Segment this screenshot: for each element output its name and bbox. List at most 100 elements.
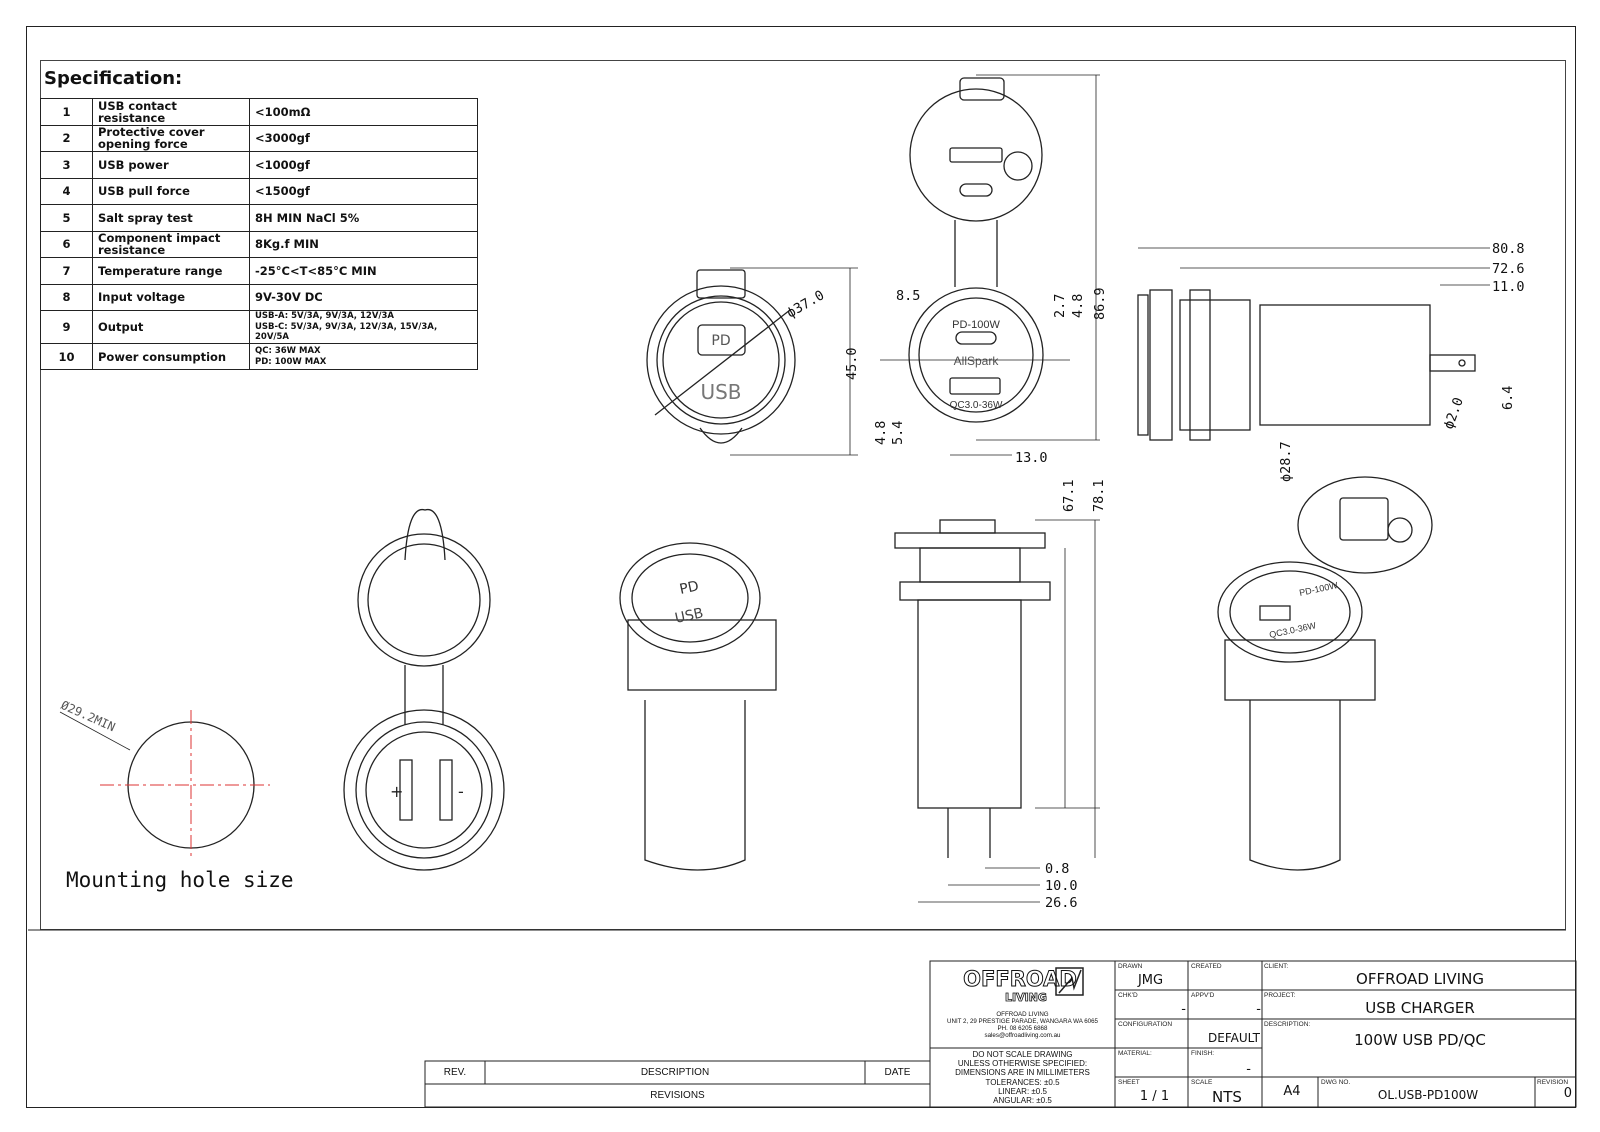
sheet-value: 1 / 1 — [1139, 1089, 1170, 1104]
row-number: 9 — [40, 310, 93, 344]
note-line: DIMENSIONS ARE IN MILLIMETERS — [955, 1068, 1090, 1078]
dim-6-4: 6.4 — [1500, 386, 1516, 410]
row-value: <1500gf — [249, 177, 478, 205]
row-number: 6 — [40, 230, 93, 258]
dim-72-6: 72.6 — [1492, 261, 1525, 277]
note-line: UNLESS OTHERWISE SPECIFIED: — [957, 1059, 1088, 1069]
dwgno-value: OL.USB-PD100W — [1377, 1088, 1479, 1102]
revision-value: 0 — [1563, 1086, 1572, 1101]
usb-mark: USB — [700, 380, 741, 404]
dim-13-0: 13.0 — [1015, 450, 1048, 466]
front-view-closed: PD USB ϕ37.0 45.0 — [646, 267, 860, 456]
description-header: DESCRIPTION — [640, 1067, 710, 1078]
dim-11-0: 11.0 — [1492, 279, 1525, 295]
appvd-value: - — [1256, 1002, 1261, 1017]
description-value: 100W USB PD/QC — [1354, 1031, 1486, 1049]
row-number: 2 — [40, 124, 93, 152]
row-param: Output — [92, 310, 250, 344]
dim-2-7: 2.7 — [1052, 294, 1068, 318]
dim-0-8: 0.8 — [1045, 861, 1069, 877]
output-usb-a: USB-A: 5V/3A, 9V/3A, 12V/3A — [255, 311, 395, 321]
brand-mark: AllSpark — [954, 354, 1000, 368]
row-value: 8Kg.f MIN — [249, 230, 478, 258]
dim-height-45: 45.0 — [844, 347, 860, 380]
client-label: CLIENT: — [1264, 963, 1289, 970]
company-name: OFFROAD LIVING — [996, 1011, 1049, 1018]
pd-mark: PD — [711, 333, 730, 349]
side-view: 80.8 72.6 11.0 6.4 ϕ2.0 ϕ28.7 — [1137, 241, 1525, 482]
logo-offroad: OFFROAD — [963, 967, 1077, 991]
dim-diameter-28-7: ϕ28.7 — [1278, 441, 1294, 482]
row-number: 7 — [40, 257, 93, 285]
row-value: -25°C<T<85°C MIN — [249, 257, 478, 285]
plus-terminal: + — [390, 782, 403, 801]
spec-title: Specification: — [44, 68, 183, 89]
description-label: DESCRIPTION: — [1264, 1021, 1311, 1028]
revisions-block: REV. DESCRIPTION DATE REVISIONS — [425, 1061, 930, 1107]
chkd-value: - — [1181, 1002, 1186, 1017]
email-line: sales@offroadliving.com.au — [984, 1032, 1061, 1040]
dim-86-9: 86.9 — [1092, 287, 1108, 320]
dim-diameter-2: ϕ2.0 — [1441, 395, 1467, 431]
dim-67-1: 67.1 — [1061, 479, 1077, 512]
qc-mark: QC3.0-36W — [950, 400, 1003, 411]
finish-value: - — [1246, 1062, 1251, 1077]
revisions-title: REVISIONS — [650, 1090, 705, 1101]
client-value: OFFROAD LIVING — [1356, 970, 1484, 988]
dim-10-0: 10.0 — [1045, 878, 1078, 894]
row-param: USB pull force — [92, 177, 250, 205]
company-address: OFFROAD LIVING UNIT 2, 29 PRESTIGE PARAD… — [930, 1011, 1115, 1040]
dwgno-label: DWG NO. — [1321, 1079, 1351, 1086]
dim-4-8-top: 4.8 — [1070, 294, 1086, 318]
rev-header: REV. — [443, 1067, 467, 1078]
front-view-open: PD-100W AllSpark QC3.0-36W 86.9 8.5 2.7 … — [873, 74, 1108, 466]
power-qc: QC: 36W MAX — [255, 346, 321, 356]
phone-line: PH. 08 6205 6868 — [997, 1025, 1048, 1033]
isometric-view-closed: PD USB — [619, 542, 777, 871]
row-value: <3000gf — [249, 124, 478, 152]
paper-size: A4 — [1283, 1084, 1301, 1099]
project-label: PROJECT: — [1264, 992, 1296, 999]
row-param: Protective cover opening force — [92, 124, 250, 152]
drawn-value: JMG — [1137, 973, 1164, 988]
finish-label: FINISH: — [1191, 1050, 1215, 1057]
minus-terminal: - — [458, 782, 464, 801]
chkd-label: CHK'D — [1118, 992, 1138, 999]
material-label: MATERIAL: — [1118, 1050, 1152, 1057]
row-param: Salt spray test — [92, 204, 250, 232]
row-param: Component impact resistance — [92, 230, 250, 258]
sheet-label: SHEET — [1118, 1079, 1140, 1086]
dim-5-4: 5.4 — [890, 421, 906, 445]
row-value: 8H MIN NaCl 5% — [249, 204, 478, 232]
mounting-hole-label: Mounting hole size — [66, 868, 294, 892]
rear-view: + - — [343, 508, 505, 871]
note-line: DO NOT SCALE DRAWING — [972, 1050, 1073, 1059]
note-line: LINEAR: ±0.5 — [998, 1086, 1047, 1096]
dim-8-5: 8.5 — [896, 288, 920, 304]
dim-26-6: 26.6 — [1045, 895, 1078, 911]
pd100w-mark: PD-100W — [952, 319, 1000, 331]
mounting-hole: Ø29.2MIN — [59, 698, 270, 860]
company-logo: OFFROAD LIVING — [963, 967, 1084, 1004]
isometric-view-open: PD-100W QC3.0-36W — [1217, 476, 1433, 871]
output-usb-c: USB-C: 5V/3A, 9V/3A, 12V/3A, 15V/3A, 20V… — [255, 321, 438, 343]
power-pd: PD: 100W MAX — [255, 356, 327, 367]
iso-pd-mark: PD — [678, 578, 700, 598]
row-value: <1000gf — [249, 151, 478, 179]
config-label: CONFIGURATION — [1118, 1021, 1173, 1028]
address-line: UNIT 2, 29 PRESTIGE PARADE, WANGARA WA 6… — [947, 1018, 1098, 1026]
dim-78-1: 78.1 — [1091, 479, 1107, 512]
title-block-grid — [28, 929, 1577, 1108]
